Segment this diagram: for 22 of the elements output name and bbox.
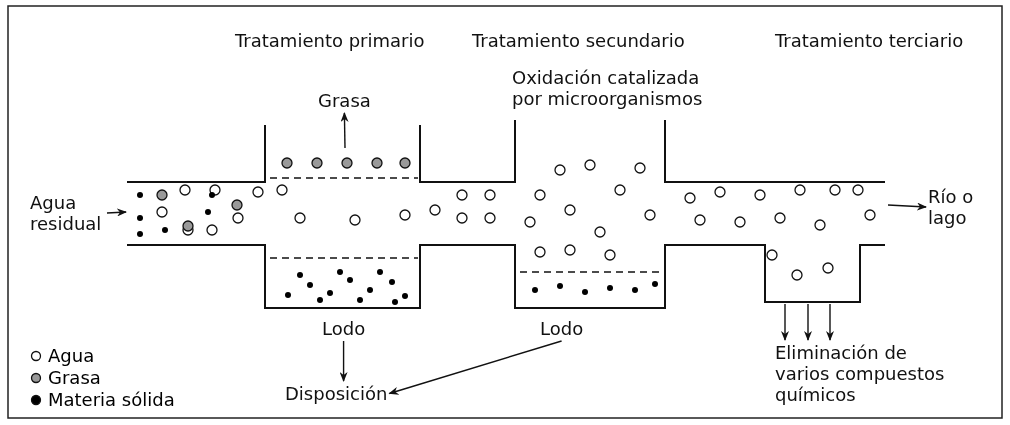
outlet-label: Río o lago	[928, 186, 998, 228]
grease-label: Grasa	[318, 90, 371, 111]
stage-heading: Tratamiento terciario	[775, 30, 964, 51]
legend-label: Grasa	[48, 367, 101, 388]
disposal-label: Disposición	[285, 383, 388, 404]
arrow	[887, 202, 927, 211]
stage-heading: Tratamiento secundario	[472, 30, 685, 51]
sludge-label: Lodo	[540, 318, 584, 339]
stage-heading: Tratamiento primario	[235, 30, 425, 51]
legend-label: Materia sólida	[48, 389, 175, 410]
removal-label: Eliminación de varios compuestos químicos	[775, 342, 945, 405]
arrow	[826, 303, 834, 341]
arrow	[388, 340, 563, 395]
arrow	[339, 340, 348, 382]
arrow	[781, 303, 789, 341]
sludge-label: Lodo	[322, 318, 366, 339]
arrow	[106, 208, 127, 217]
process-note: Oxidación catalizada por microorganismos	[512, 67, 704, 109]
arrow	[340, 112, 349, 149]
inlet-label: Agua residual	[30, 192, 105, 234]
arrow	[804, 303, 812, 341]
legend-label: Agua	[48, 345, 95, 366]
